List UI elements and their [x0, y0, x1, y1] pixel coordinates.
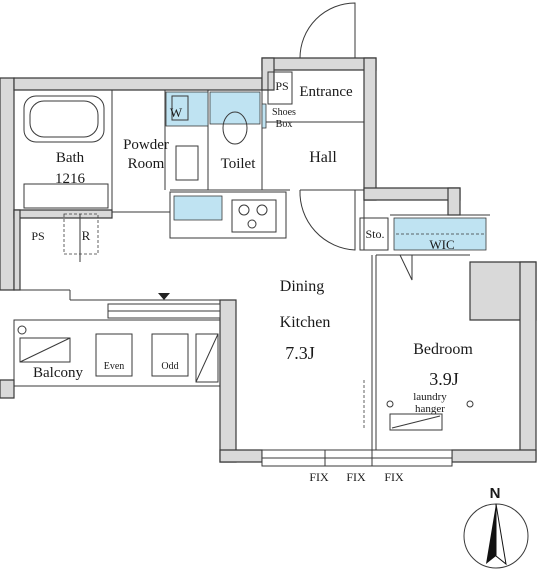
room-powder-2: Room: [127, 156, 165, 172]
label-odd: Odd: [161, 361, 179, 372]
label-laundry-2: hanger: [415, 403, 445, 415]
label-storage: Sto.: [365, 227, 385, 241]
partitions: [20, 90, 490, 452]
label-even: Even: [103, 361, 125, 372]
wic-shelf: [393, 217, 487, 251]
hall-door: [299, 189, 356, 251]
room-bedroom: Bedroom: [413, 341, 473, 358]
label-fix-2: FIX: [346, 470, 366, 484]
label-laundry-1: laundry: [413, 391, 447, 403]
room-entrance: Entrance: [299, 84, 353, 100]
room-bedroom-size: 3.9J: [429, 369, 459, 389]
stove: [231, 199, 277, 233]
label-w: W: [169, 105, 183, 120]
compass-label: N: [489, 485, 501, 502]
label-box: Box: [275, 119, 293, 130]
kitchen-sink: [173, 195, 223, 221]
label-shoes: Shoes: [272, 107, 296, 118]
room-bath: Bath: [55, 150, 85, 166]
kitchen-counter: [169, 191, 287, 239]
room-powder-1: Powder: [123, 137, 169, 153]
room-dining: Dining: [279, 278, 325, 295]
compass-icon: [463, 503, 529, 569]
room-kitchen: Kitchen: [279, 314, 331, 331]
room-bath-size: 1216: [55, 171, 85, 187]
bedroom-desk: [389, 413, 443, 431]
balcony-area: [13, 319, 221, 387]
toilet-bowl: [222, 111, 248, 145]
label-r: R: [81, 228, 91, 243]
room-toilet: Toilet: [220, 156, 256, 172]
label-fix-3: FIX: [384, 470, 404, 484]
label-ps-top: PS: [275, 79, 289, 93]
label-fix-1: FIX: [309, 470, 329, 484]
label-ps-left: PS: [31, 229, 45, 243]
room-hall: Hall: [309, 149, 337, 166]
walls: [0, 57, 537, 463]
storage-box: [359, 217, 389, 251]
room-balcony: Balcony: [33, 365, 83, 381]
toilet-fixture: [209, 91, 261, 125]
left-wall: [0, 77, 15, 291]
entrance-door: [299, 2, 356, 59]
bathtub: [23, 95, 105, 143]
label-wic: WIC: [429, 237, 455, 252]
room-dk-size: 7.3J: [285, 343, 315, 363]
